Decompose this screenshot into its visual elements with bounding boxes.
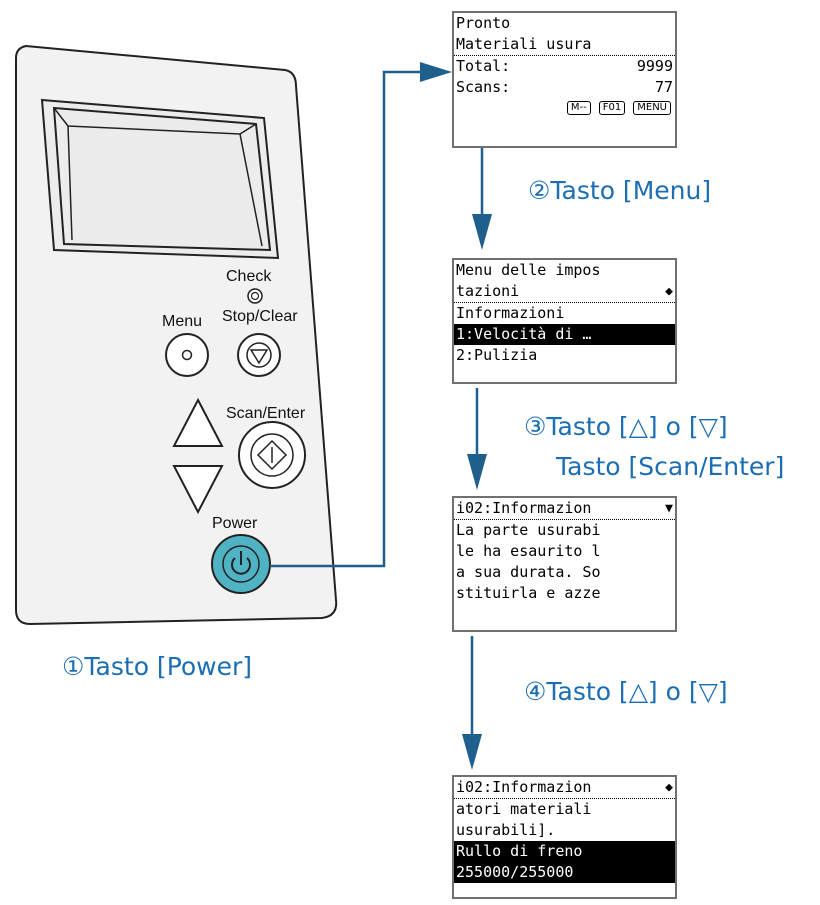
lcd-screen-settings-menu: Menu delle impos tazioni◆ Informazioni 1… [452, 258, 677, 384]
scans-value: 77 [654, 78, 673, 96]
stop-clear-label: Stop/Clear [222, 308, 298, 325]
arrow-to-screen1 [420, 62, 452, 82]
arrow-to-screen4 [462, 734, 482, 770]
scroll-updown-icon: ◆ [665, 284, 673, 299]
panel-display [52, 106, 272, 252]
lcd-line: i02:Informazion▼ [454, 498, 675, 520]
step2-label: ②Tasto [Menu] [528, 176, 712, 205]
lcd-line: usurabili]. [456, 821, 556, 839]
scan-enter-label: Scan/Enter [226, 405, 306, 422]
lcd-line-selected: 1:Velocità di … [454, 324, 675, 345]
lcd-screen-brake-roller: i02:Informazion◆ atori materiali usurabi… [452, 775, 677, 899]
lcd-line-selected: 255000/255000 [454, 862, 675, 883]
lcd-line: atori materiali [456, 800, 592, 818]
power-connector-line [270, 70, 420, 568]
lcd-screen-ready: Pronto Materiali usura Total: 9999 Scans… [452, 11, 677, 148]
lcd-scans-row: Scans: 77 [454, 77, 675, 98]
down-button[interactable] [172, 465, 224, 515]
lcd-line-selected: Rullo di freno [454, 841, 675, 862]
total-value: 9999 [636, 57, 673, 75]
lcd-softkeys: M-- F01 MENU [454, 98, 675, 117]
step4-label: ④Tasto [△] o [▽] [524, 677, 728, 706]
stop-clear-button[interactable] [237, 333, 281, 377]
lcd-line: Informazioni [456, 304, 565, 322]
lcd-line: le ha esaurito l [456, 542, 601, 560]
menu-button[interactable] [165, 333, 209, 377]
lcd-line: Pronto [456, 14, 511, 32]
menu-label: Menu [162, 313, 203, 330]
power-label: Power [212, 515, 258, 532]
stop-triangle-icon [249, 349, 269, 365]
lcd-line: a sua durata. So [456, 563, 601, 581]
total-label: Total: [456, 57, 511, 75]
lcd-screen-consumable-info: i02:Informazion▼ La parte usurabi le ha … [452, 496, 677, 632]
arrow-to-screen2 [472, 214, 492, 250]
lcd-line: i02:Informazion◆ [454, 777, 675, 799]
panel-display-frame [40, 98, 280, 260]
check-led [247, 288, 263, 304]
step1-label: ①Tasto [Power] [62, 652, 253, 681]
power-icon [231, 557, 251, 575]
softkey-menu: MENU [633, 100, 671, 115]
scan-diamond-icon [256, 439, 288, 471]
lcd-line: Menu delle impos [456, 261, 601, 279]
lcd-line: 2:Pulizia [456, 346, 538, 364]
check-label: Check [226, 268, 272, 285]
arrow-to-screen3 [467, 454, 487, 490]
scans-label: Scans: [456, 78, 511, 96]
lcd-line: tazioni◆ [454, 281, 675, 303]
step3-sublabel: Tasto [Scan/Enter] [556, 452, 785, 481]
lcd-line: stituirla e azze [456, 584, 601, 602]
lcd-line: La parte usurabi [456, 521, 601, 539]
scroll-down-icon: ▼ [665, 501, 673, 516]
lcd-total-row: Total: 9999 [454, 56, 675, 77]
lcd-line: Materiali usura [454, 34, 675, 56]
step3-label: ③Tasto [△] o [▽] [524, 412, 728, 441]
up-button[interactable] [172, 397, 224, 447]
scroll-updown-icon: ◆ [665, 780, 673, 795]
softkey-m: M-- [566, 100, 591, 115]
softkey-f01: F01 [598, 100, 626, 115]
